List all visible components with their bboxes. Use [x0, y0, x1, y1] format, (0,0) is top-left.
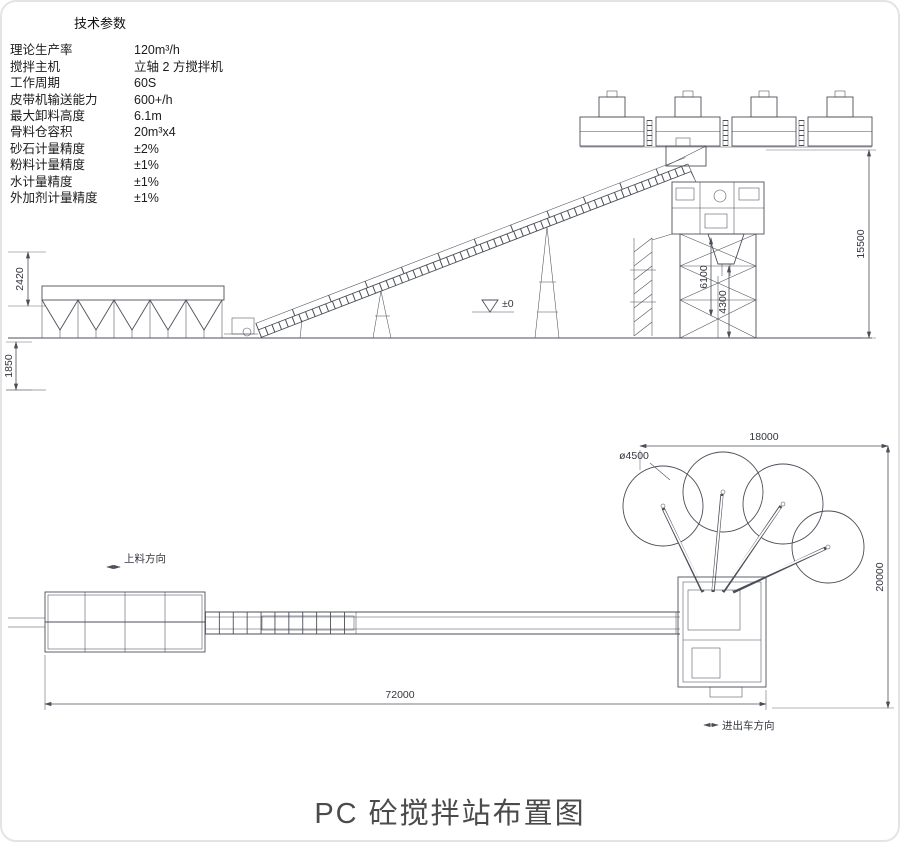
conveyor-support-large [534, 226, 560, 339]
mixer-building-plan [677, 576, 767, 698]
dim-20000: 20000 [874, 562, 886, 591]
feed-direction-label: 上料方向 [124, 552, 166, 565]
param-label: 粉料计量精度 [10, 158, 86, 173]
param-label: 工作周期 [10, 76, 61, 91]
aggregate-bins-plan [8, 591, 206, 653]
inclined-belt-conveyor [255, 157, 697, 339]
plan-view: 上料方向 进出车方向 18000 ø4500 20000 72000 [8, 431, 894, 732]
technical-parameters: 技术参数 理论生产率 120m³/h 搅拌主机 立轴 2 方搅拌机 工作周期 60S … [10, 16, 223, 206]
plan-dimensions: 18000 ø4500 20000 72000 [44, 431, 894, 710]
param-value: 6.1m [134, 109, 162, 124]
param-label: 骨料仓容积 [10, 125, 73, 140]
conveyor-support-small [299, 290, 392, 339]
dim-18000: 18000 [749, 431, 778, 443]
stair-tower [630, 233, 673, 337]
dim-4300: 4300 [717, 290, 729, 314]
dim-72000: 72000 [385, 689, 414, 701]
param-label: 最大卸料高度 [10, 109, 86, 124]
elevation-dimensions: 2420 1850 15500 6100 4300 [3, 149, 876, 391]
param-value: 20m³x4 [134, 125, 176, 140]
vehicle-direction: 进出车方向 [703, 719, 775, 732]
conveyor-tail [224, 317, 258, 337]
silos-plan [622, 451, 865, 594]
vehicle-direction-label: 进出车方向 [722, 719, 775, 732]
param-label: 搅拌主机 [10, 59, 61, 74]
dim-4500: ø4500 [619, 450, 649, 462]
belt-conveyor-plan [205, 611, 680, 635]
param-value: ±1% [134, 174, 159, 189]
parameters-table: 理论生产率 120m³/h 搅拌主机 立轴 2 方搅拌机 工作周期 60S 皮带机输送… [10, 42, 223, 206]
param-label: 砂石计量精度 [10, 141, 86, 156]
dim-2420: 2420 [14, 267, 26, 291]
param-label: 水计量精度 [10, 174, 73, 189]
param-label: 皮带机输送能力 [10, 92, 98, 107]
feed-direction: 上料方向 [106, 552, 166, 570]
dim-6100: 6100 [698, 265, 710, 289]
silo-tops [579, 90, 873, 148]
parameters-heading: 技术参数 [74, 16, 127, 31]
dim-1850: 1850 [3, 354, 15, 378]
silo-ladders [646, 120, 805, 146]
aggregate-bins-elevation [41, 285, 225, 338]
param-label: 理论生产率 [10, 43, 73, 58]
param-label: 外加剂计量精度 [10, 191, 98, 206]
level-label: ±0 [502, 298, 514, 310]
level-marker: ±0 [472, 298, 514, 313]
elevation-view: ±0 2420 1850 15500 6100 4300 [3, 90, 876, 391]
param-value: ±1% [134, 158, 159, 173]
dim-15500: 15500 [855, 229, 867, 258]
param-value: 120m³/h [134, 43, 180, 58]
param-value: 60S [134, 76, 157, 91]
param-value: ±1% [134, 191, 159, 206]
param-value: 600+/h [134, 92, 173, 107]
param-value: 立轴 2 方搅拌机 [134, 59, 223, 74]
param-value: ±2% [134, 141, 159, 156]
mixer-tower-elevation [630, 137, 765, 339]
batching-plant-drawing: ±0 2420 1850 15500 6100 4300 [3, 90, 894, 732]
drawing-title: PC 砼搅拌站布置图 [314, 798, 586, 830]
